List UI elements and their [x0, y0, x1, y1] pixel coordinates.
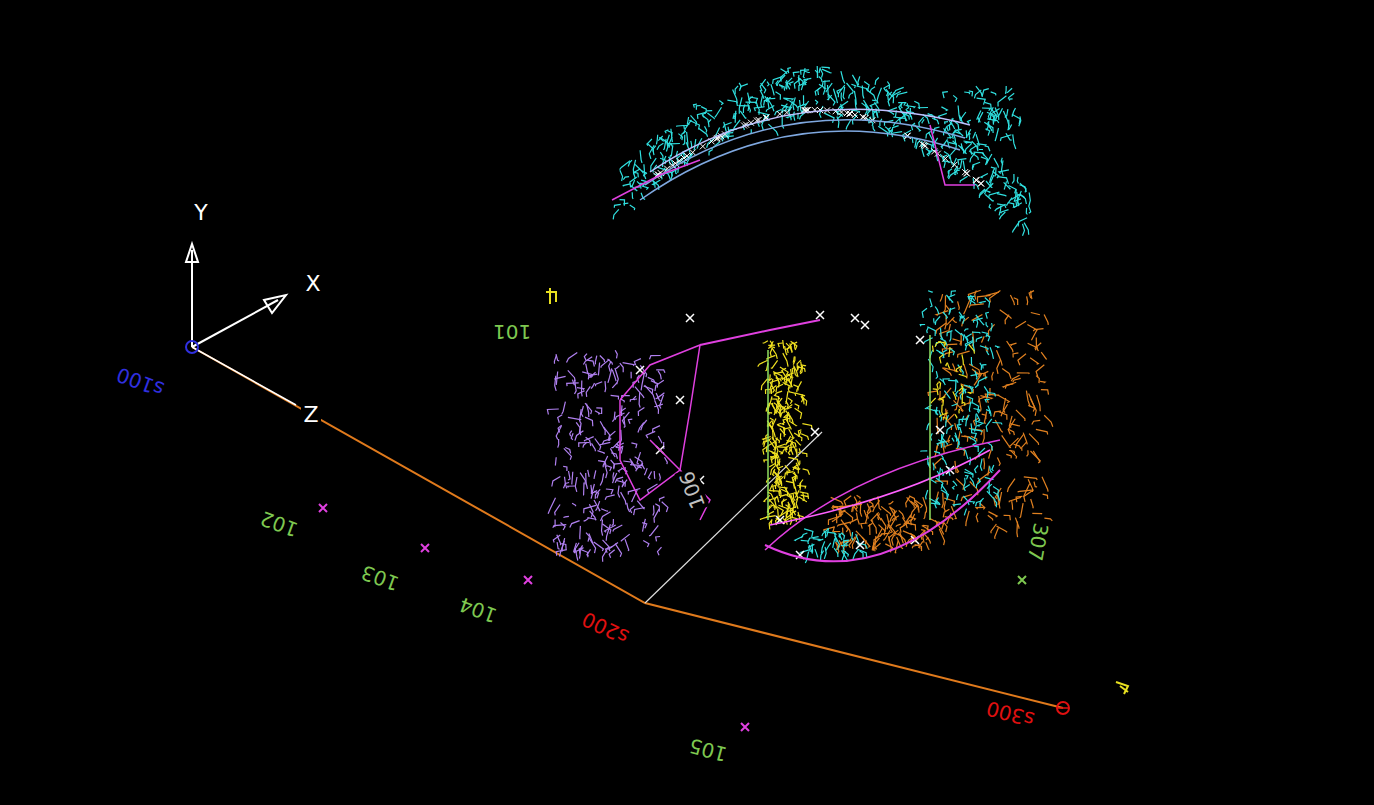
point-label: 105	[685, 734, 731, 766]
point-label: 102	[255, 506, 302, 541]
point-label: 101	[491, 321, 533, 343]
station-label: s300	[982, 697, 1038, 732]
point-label: 103	[356, 560, 403, 595]
point-label: 104	[454, 592, 501, 627]
point-label: 106	[674, 466, 709, 513]
station-label: s200	[577, 607, 634, 649]
station-label: s100	[112, 363, 169, 402]
axis-label: X	[303, 272, 322, 296]
axis-label: Y	[192, 201, 209, 225]
axis-label: Z	[301, 403, 320, 427]
point-label: 307	[1024, 519, 1053, 564]
